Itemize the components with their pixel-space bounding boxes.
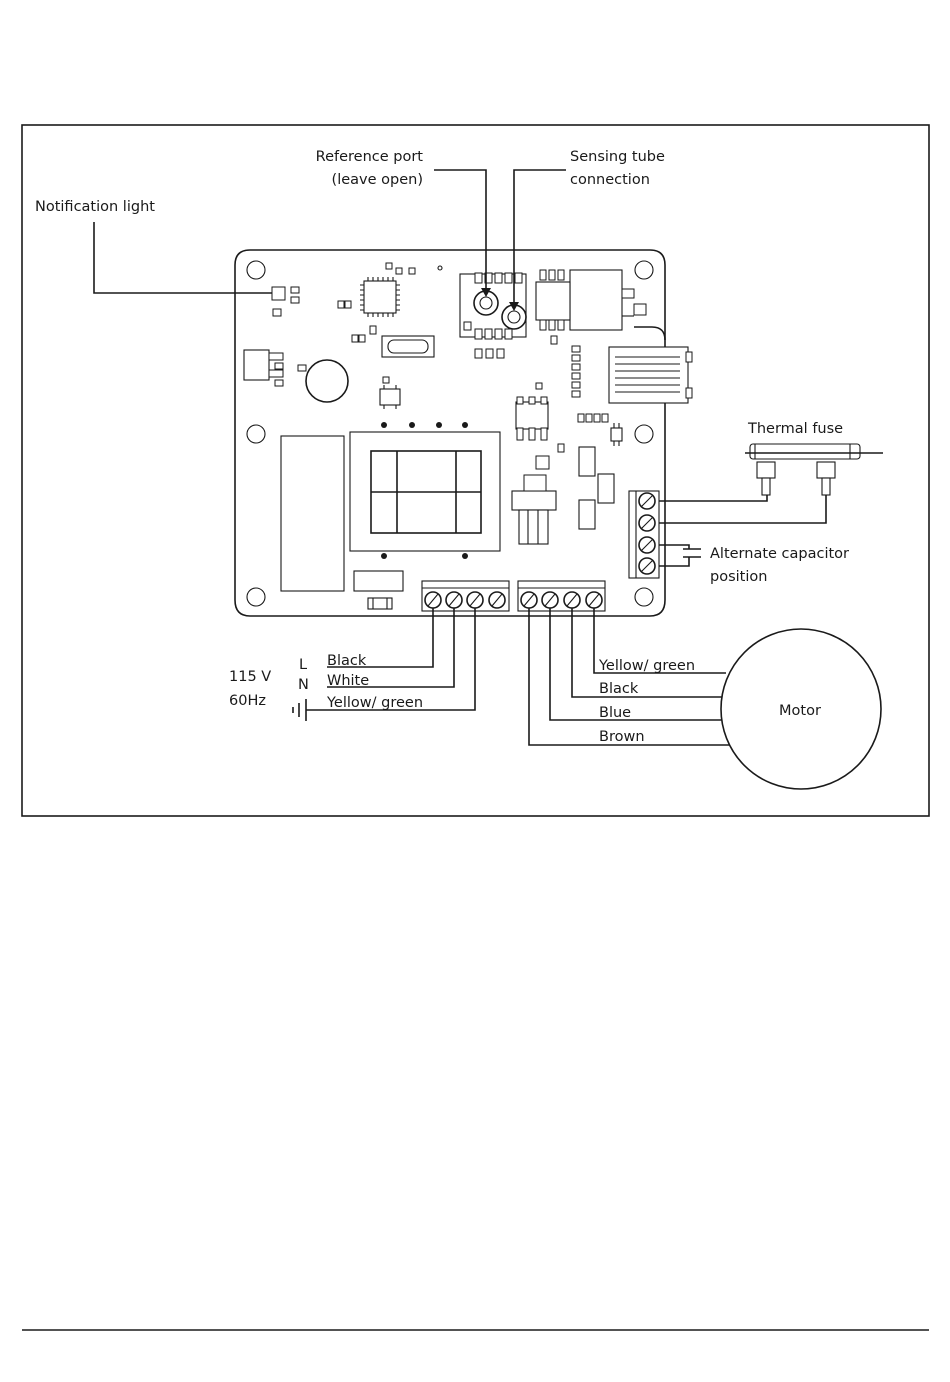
sensing-tube-note: connection [570,172,650,188]
supply-frequency: 60Hz [229,693,266,709]
motor-terminal-block [518,581,605,611]
transformer [350,422,500,559]
supply-voltage: 115 V [229,669,271,685]
motor-wire-blue: Blue [599,705,631,721]
capacitor-block [281,436,344,591]
supply-wire-white: White [327,673,369,689]
buzzer [306,360,348,402]
pressure-sensor [460,273,526,358]
side-terminal-block [629,491,659,578]
supply-wire-ground: Yellow/ green [326,695,423,711]
motor-wire-brown: Brown [599,729,645,745]
sensing-tube-label: Sensing tube [570,149,665,165]
thermal-fuse-label: Thermal fuse [747,421,843,437]
alternate-capacitor-note: position [710,569,767,585]
network-connector [609,347,692,403]
notification-led [272,287,285,300]
alternate-capacitor-label: Alternate capacitor [710,546,849,562]
reference-port-note: (leave open) [332,172,423,188]
crystal-oscillator [382,336,434,357]
regulator [244,350,269,380]
supply-wire-black: Black [327,653,367,669]
line-letter-l: L [299,657,307,673]
notification-light-label: Notification light [35,199,155,215]
relay [536,270,646,330]
reference-port-label: Reference port [316,149,424,165]
line-letter-n: N [298,677,309,693]
supply-terminal-block [422,581,509,611]
motor-wire-black: Black [599,681,639,697]
microcontroller-chip [364,281,396,313]
motor-label: Motor [779,703,821,719]
thermal-fuse [745,444,883,495]
circuit-board [235,250,692,616]
motor-wire-yellow-green: Yellow/ green [598,658,695,674]
